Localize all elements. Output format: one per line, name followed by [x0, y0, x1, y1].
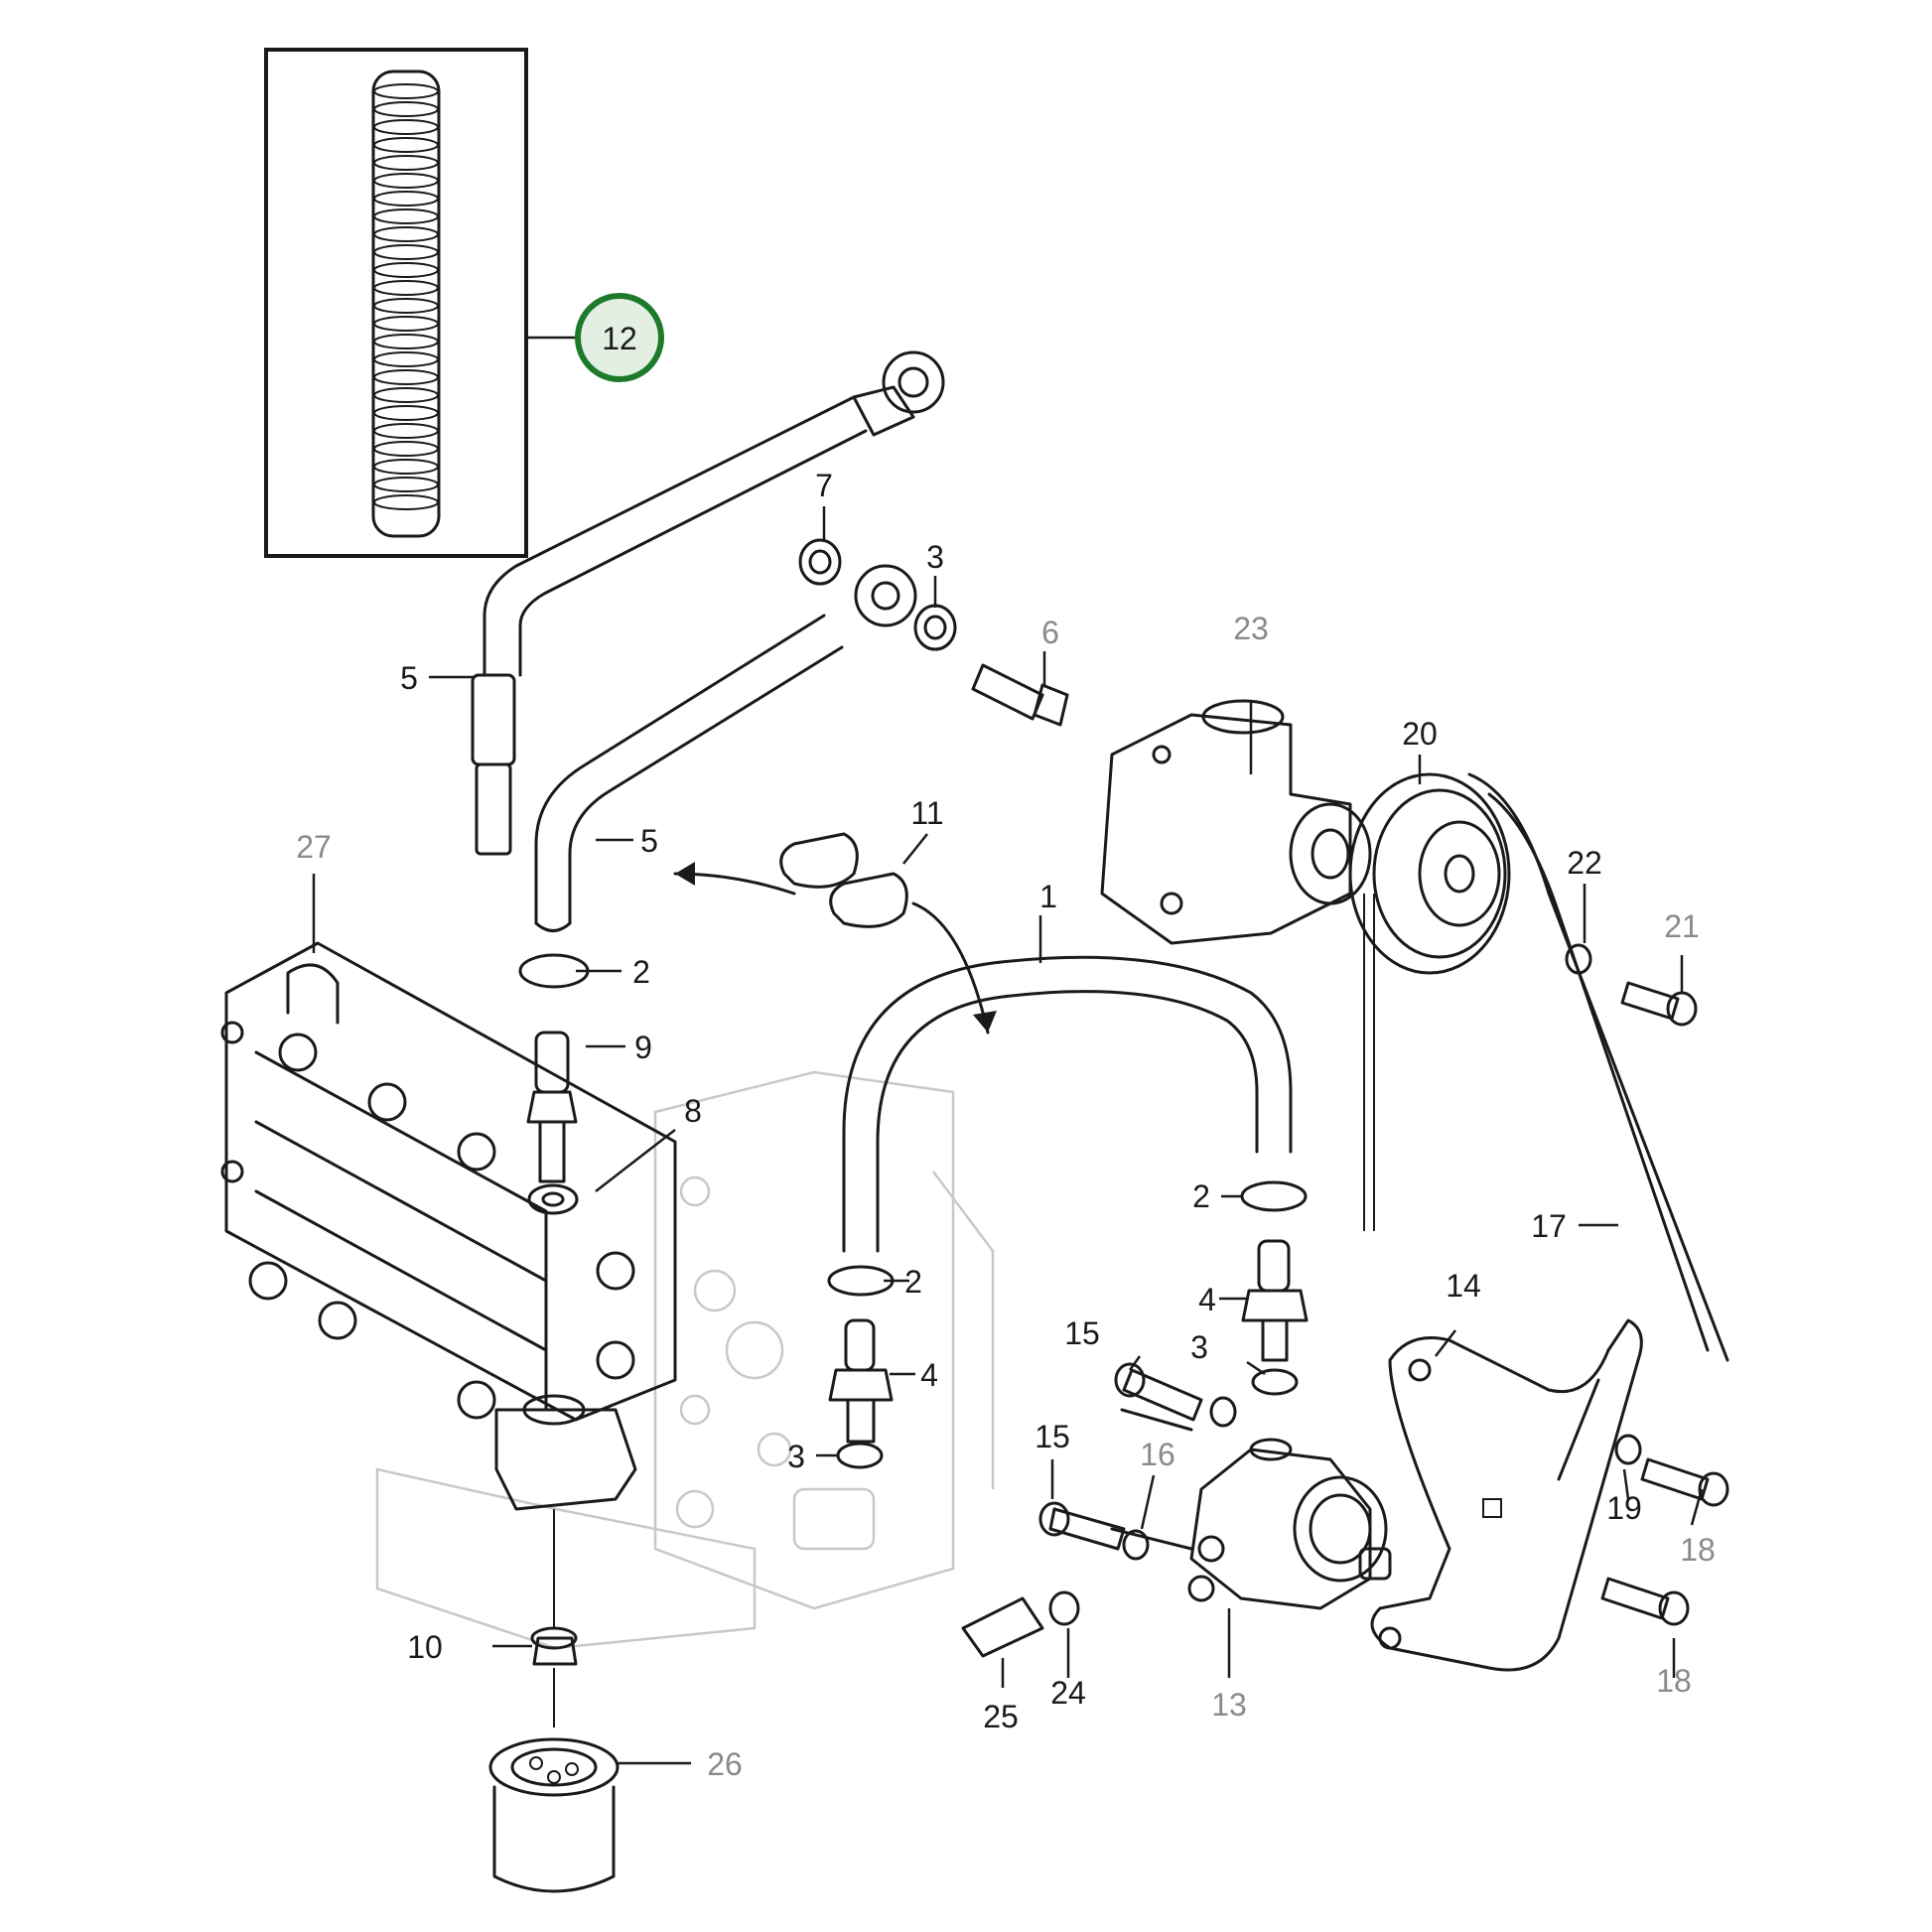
corrugated-sleeve-12	[371, 69, 441, 538]
callout-6[interactable]: 6	[1041, 615, 1059, 650]
sleeve-rib	[373, 441, 439, 457]
callout-3-left[interactable]: 3	[787, 1439, 805, 1474]
fitting-4-left	[828, 1318, 894, 1469]
sleeve-rib	[373, 494, 439, 510]
hose-clamp-11	[779, 832, 908, 928]
callout-17[interactable]: 17	[1531, 1208, 1567, 1244]
sleeve-rib	[373, 101, 439, 117]
callout-26[interactable]: 26	[707, 1746, 743, 1782]
sleeve-rib	[373, 155, 439, 171]
bolts-15	[1038, 1362, 1237, 1561]
valve-cover-27	[220, 941, 677, 1422]
sleeve-rib	[373, 208, 439, 224]
callout-labels: 5 5 7 3 6 2 9 8 10 26 27 1 11 2 4 3 2 4 …	[296, 468, 1716, 1782]
callout-2-left[interactable]: 2	[632, 954, 650, 990]
callout-3-top[interactable]: 3	[926, 539, 944, 575]
callout-8[interactable]: 8	[684, 1093, 702, 1129]
sleeve-rib	[373, 423, 439, 439]
belt-17	[1363, 772, 1729, 1362]
sleeve-rib	[373, 387, 439, 403]
sleeve-rib	[373, 280, 439, 296]
callout-19[interactable]: 19	[1606, 1490, 1642, 1526]
left-fittings	[518, 953, 590, 1215]
pulley-20	[1348, 772, 1511, 975]
fitting-4-right	[1241, 1239, 1309, 1396]
callout-1[interactable]: 1	[1039, 879, 1057, 914]
callout-10[interactable]: 10	[407, 1629, 443, 1665]
callout-7[interactable]: 7	[815, 468, 833, 503]
sleeve-rib	[373, 298, 439, 314]
sleeve-rib	[373, 405, 439, 421]
callout-24[interactable]: 24	[1050, 1675, 1086, 1711]
callout-27[interactable]: 27	[296, 829, 332, 865]
callout-14[interactable]: 14	[1446, 1268, 1481, 1304]
callout-4-left[interactable]: 4	[920, 1357, 938, 1393]
callout-22[interactable]: 22	[1567, 845, 1602, 881]
callout-2-right[interactable]: 2	[1192, 1178, 1210, 1214]
engine-block-ghost	[375, 1070, 995, 1650]
callout-15-lower[interactable]: 15	[1035, 1419, 1070, 1454]
sleeve-rib	[373, 262, 439, 278]
water-pump-23	[1100, 699, 1372, 945]
sleeve-rib	[373, 83, 439, 99]
sleeve-rib	[373, 137, 439, 153]
banjo-hardware	[798, 538, 1069, 727]
bolt-21-nut-22	[1565, 943, 1698, 1027]
sleeve-rib	[373, 173, 439, 189]
callout-9[interactable]: 9	[634, 1030, 652, 1065]
sleeve-rib	[373, 477, 439, 492]
callout-12-label: 12	[602, 321, 637, 356]
part-12-inset	[264, 48, 528, 558]
sleeve-rib	[373, 244, 439, 260]
bracket-14	[1370, 1318, 1643, 1672]
callout-16[interactable]: 16	[1140, 1437, 1175, 1472]
callout-23[interactable]: 23	[1233, 611, 1269, 646]
callout-2-middle[interactable]: 2	[904, 1264, 922, 1300]
sleeve-rib	[373, 369, 439, 385]
sleeve-rib	[373, 316, 439, 332]
hose-5-lower	[534, 564, 917, 932]
callout-5-upper[interactable]: 5	[400, 660, 418, 696]
sleeve-rib	[373, 334, 439, 349]
pump-13	[961, 1408, 1392, 1658]
callout-13[interactable]: 13	[1211, 1687, 1247, 1723]
callout-20[interactable]: 20	[1402, 716, 1438, 752]
callout-21[interactable]: 21	[1664, 908, 1700, 944]
sleeve-rib	[373, 226, 439, 242]
callout-18-lower[interactable]: 18	[1656, 1663, 1692, 1699]
corrugated-hose-5-upper	[471, 350, 945, 856]
callout-3-right[interactable]: 3	[1190, 1329, 1208, 1365]
callout-5-lower[interactable]: 5	[640, 823, 658, 859]
sleeve-rib	[373, 351, 439, 367]
callout-18-upper[interactable]: 18	[1680, 1532, 1716, 1568]
bolts-18	[1600, 1434, 1729, 1626]
sleeve-rib	[373, 119, 439, 135]
oil-filter-assembly	[488, 1394, 637, 1893]
sleeve-rib	[373, 191, 439, 207]
callout-4-right[interactable]: 4	[1198, 1282, 1216, 1317]
callout-11[interactable]: 11	[910, 795, 943, 831]
callout-12-highlight[interactable]: 12	[575, 293, 664, 382]
direction-arrows	[673, 862, 997, 1035]
sleeve-rib	[373, 459, 439, 475]
callout-15-upper[interactable]: 15	[1064, 1315, 1100, 1351]
leader-lines	[312, 336, 1704, 1765]
callout-25[interactable]: 25	[983, 1699, 1019, 1734]
hose-1	[827, 955, 1308, 1297]
